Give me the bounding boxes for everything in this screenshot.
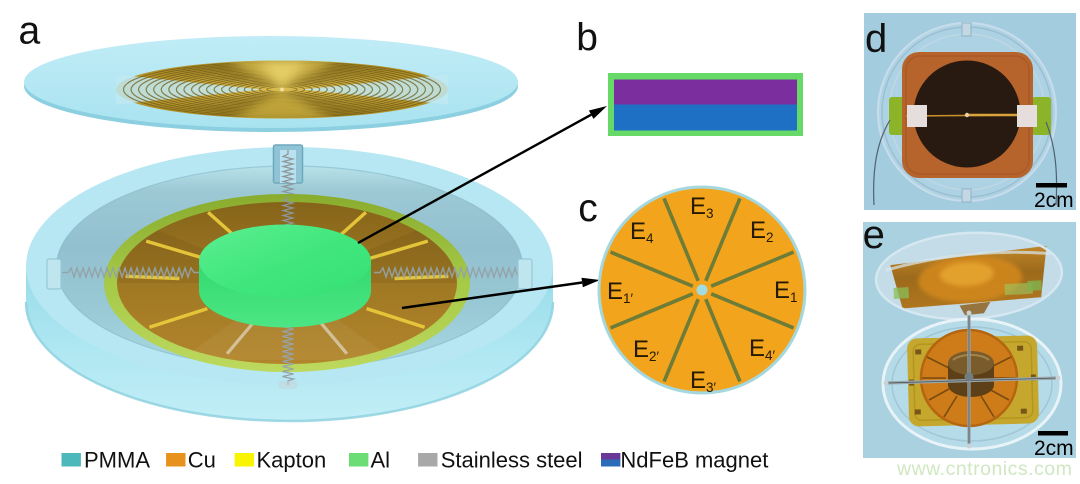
svg-text:Stainless steel: Stainless steel	[441, 447, 583, 472]
svg-text:Al: Al	[371, 447, 391, 472]
svg-text:2cm: 2cm	[1034, 189, 1074, 212]
svg-text:a: a	[19, 10, 41, 53]
svg-text:PMMA: PMMA	[84, 447, 150, 472]
svg-text:NdFeB magnet: NdFeB magnet	[620, 447, 768, 472]
svg-text:Cu: Cu	[188, 447, 216, 472]
svg-text:2cm: 2cm	[1034, 437, 1074, 460]
svg-text:c: c	[578, 187, 598, 230]
svg-text:Kapton: Kapton	[257, 447, 327, 472]
svg-text:b: b	[576, 17, 598, 60]
svg-text:www.cntronics.com: www.cntronics.com	[896, 458, 1072, 480]
svg-text:d: d	[865, 17, 887, 61]
svg-text:e: e	[863, 213, 885, 257]
